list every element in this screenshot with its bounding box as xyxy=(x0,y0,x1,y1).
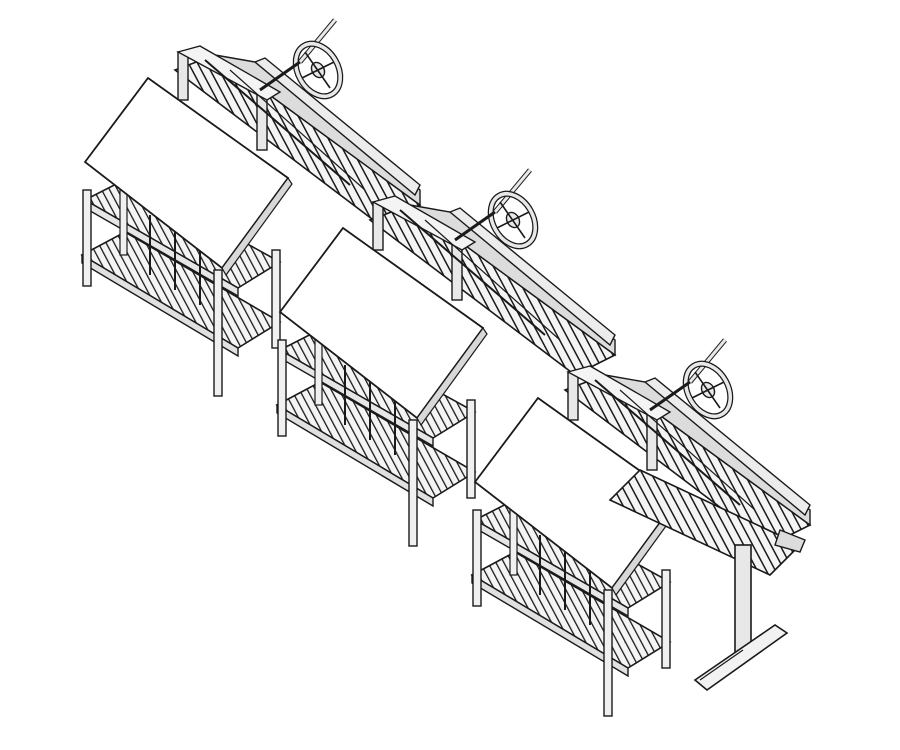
end-support-stand xyxy=(608,469,806,692)
